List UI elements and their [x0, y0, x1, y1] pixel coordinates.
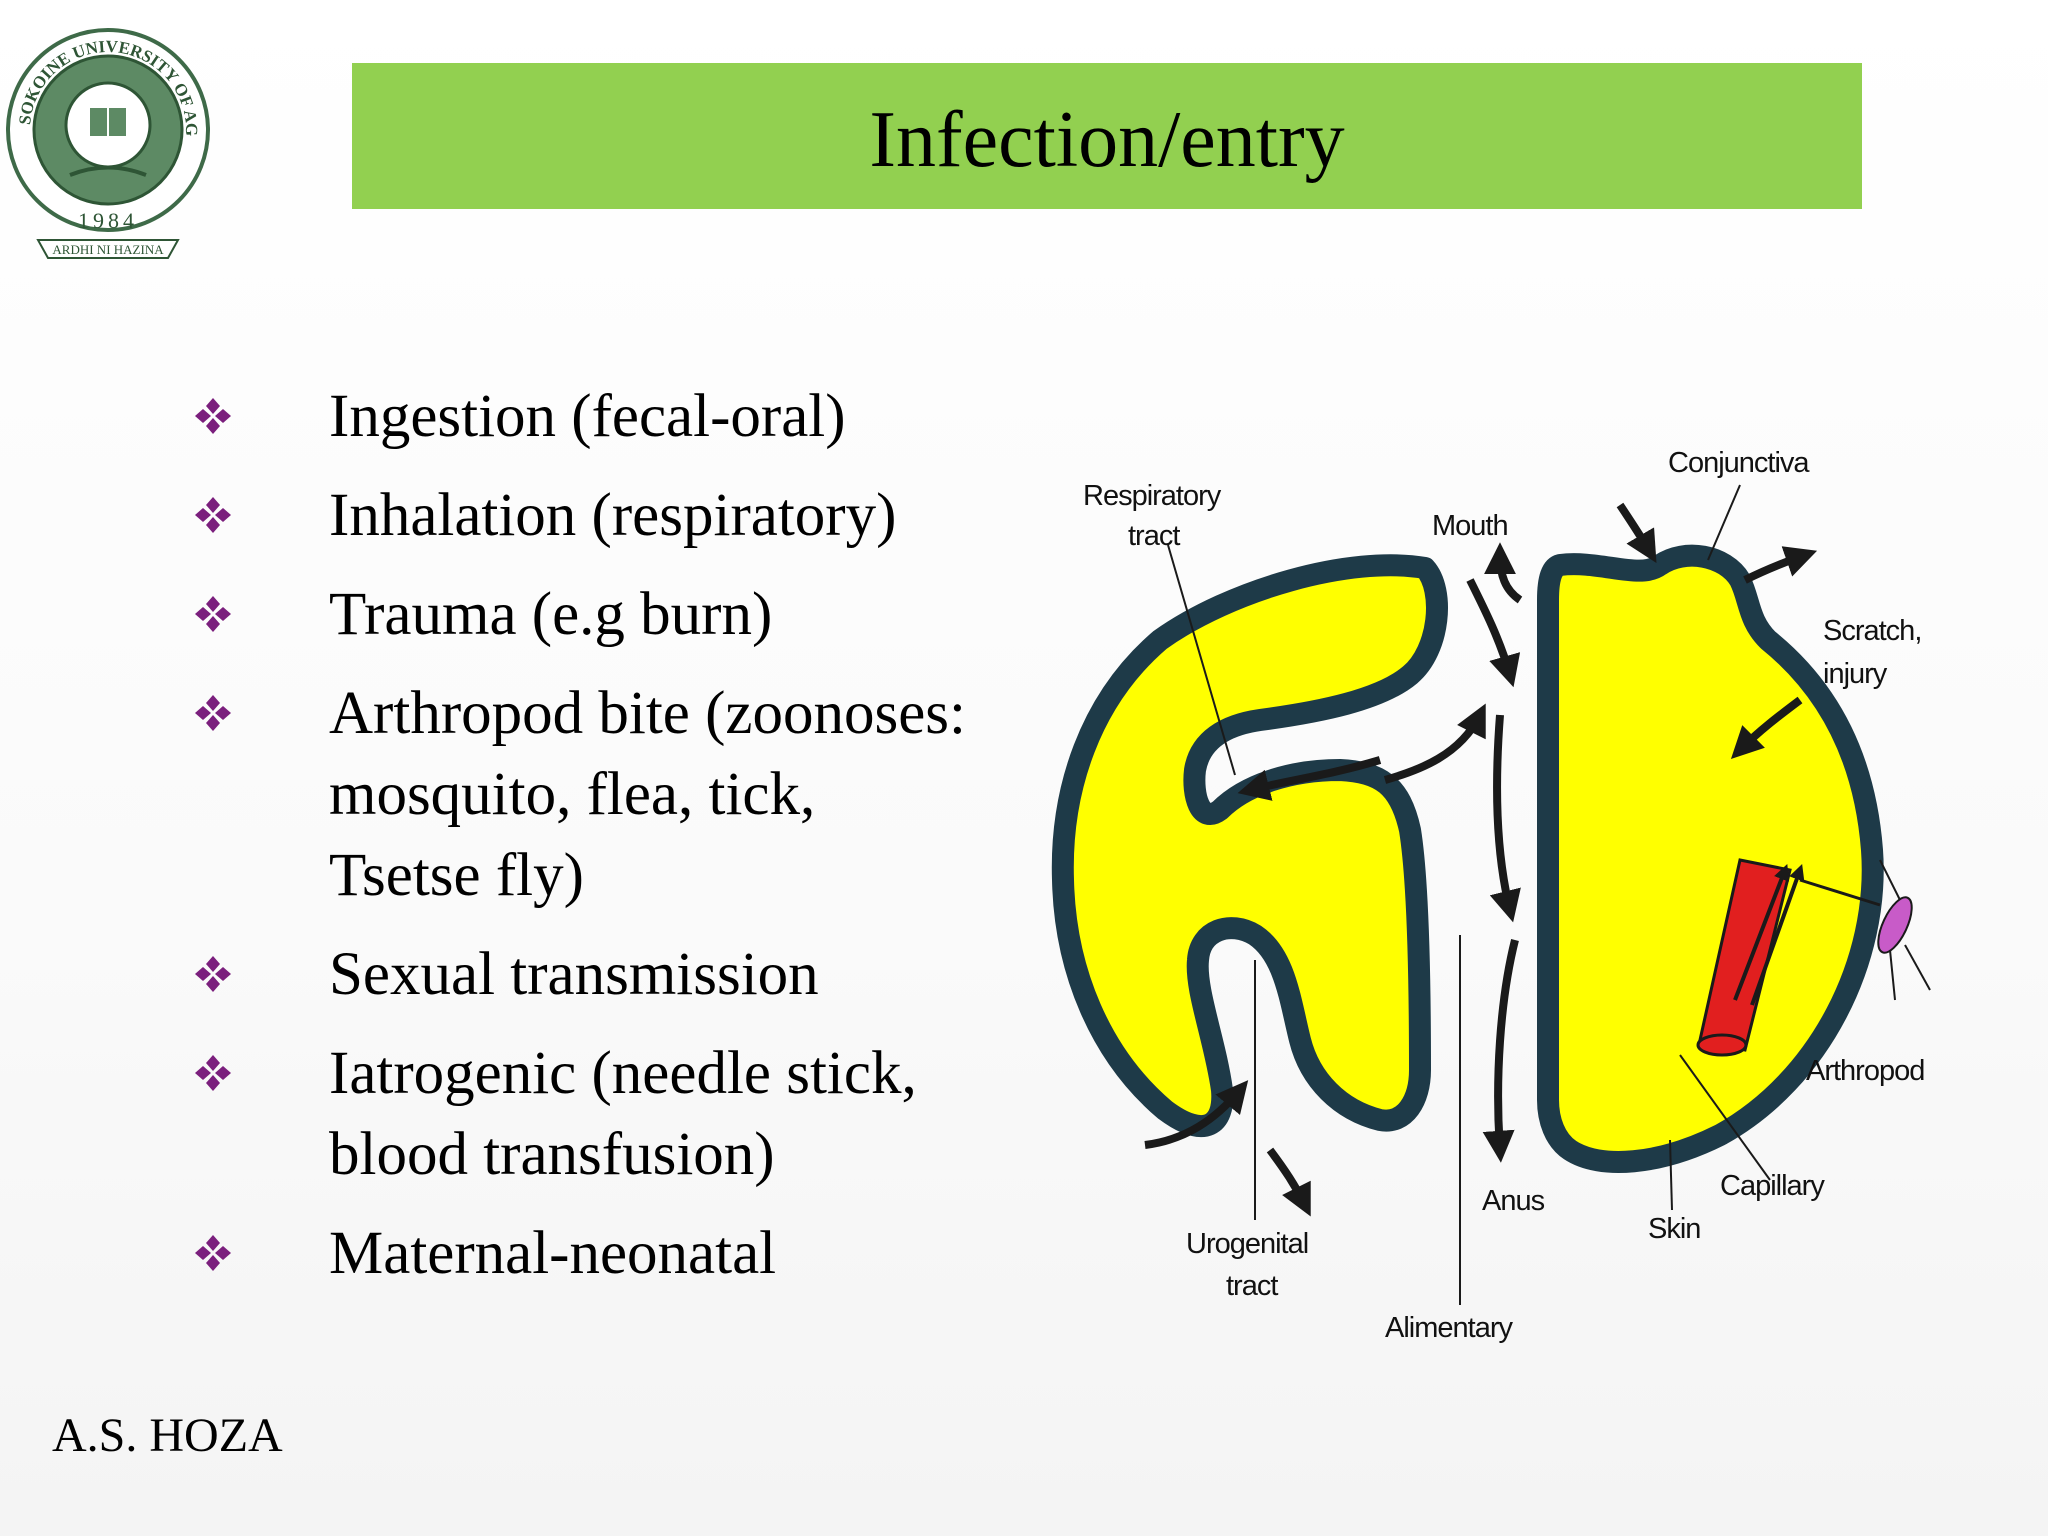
- bullet-item: Trauma (e.g burn): [185, 574, 1065, 655]
- bullet-item: Sexual transmission: [185, 934, 1065, 1015]
- four-diamond-icon: [195, 1055, 231, 1091]
- four-diamond-icon: [195, 497, 231, 533]
- label-scratch: Scratch,: [1823, 615, 1921, 647]
- bullet-item: Iatrogenic (needle stick, blood transfus…: [185, 1033, 1065, 1195]
- logo-motto: ARDHI NI HAZINA: [52, 242, 164, 257]
- slide-title: Infection/entry: [869, 96, 1345, 184]
- label-respiratory-2: tract: [1128, 520, 1180, 552]
- label-respiratory: Respiratory: [1083, 480, 1222, 512]
- label-alimentary: Alimentary: [1385, 1312, 1513, 1344]
- arrow-icon: [1144, 502, 1818, 1217]
- bullet-text: Trauma (e.g burn): [329, 581, 773, 648]
- footer-author: A.S. HOZA: [52, 1409, 283, 1462]
- label-mouth: Mouth: [1432, 510, 1508, 542]
- label-conjunctiva: Conjunctiva: [1668, 447, 1810, 479]
- body-left-half: [1051, 554, 1448, 1138]
- label-urogenital: Urogenital: [1186, 1228, 1308, 1260]
- bullet-item: Arthropod bite (zoonoses: mosquito, flea…: [185, 673, 1065, 916]
- label-arthropod: Arthropod: [1806, 1055, 1924, 1087]
- bullet-text: Iatrogenic (needle stick, blood transfus…: [329, 1040, 917, 1188]
- bullet-text: Ingestion (fecal-oral): [329, 383, 846, 450]
- bullet-list: Ingestion (fecal-oral) Inhalation (respi…: [185, 376, 1065, 1312]
- bullet-text: Arthropod bite (zoonoses: mosquito, flea…: [329, 680, 966, 909]
- bullet-text: Sexual transmission: [329, 941, 819, 1008]
- bullet-text: Inhalation (respiratory): [329, 482, 897, 549]
- four-diamond-icon: [195, 956, 231, 992]
- mosquito-icon: [1799, 859, 1931, 1001]
- label-anus: Anus: [1482, 1185, 1545, 1217]
- logo-year: 1984: [78, 208, 138, 233]
- four-diamond-icon: [195, 596, 231, 632]
- bullet-item: Ingestion (fecal-oral): [185, 376, 1065, 457]
- label-skin: Skin: [1648, 1213, 1700, 1245]
- leader-lines: [1167, 484, 1771, 1305]
- university-logo: SOKOINE UNIVERSITY OF AGRICULTURE 1984 A…: [0, 0, 210, 259]
- bullet-text: Maternal-neonatal: [329, 1220, 777, 1287]
- label-capillary: Capillary: [1720, 1170, 1825, 1202]
- four-diamond-icon: [195, 1235, 231, 1271]
- title-bar: Infection/entry: [352, 63, 1862, 209]
- bullet-item: Maternal-neonatal: [185, 1213, 1065, 1294]
- label-urogenital-2: tract: [1226, 1270, 1278, 1302]
- capillary-vessel: [1696, 858, 1805, 1057]
- label-scratch-2: injury: [1823, 658, 1888, 690]
- infection-sites-diagram: Respiratory tract Mouth Conjunctiva Scra…: [1051, 447, 1931, 1344]
- bullet-item: Inhalation (respiratory): [185, 475, 1065, 556]
- four-diamond-icon: [195, 398, 231, 434]
- four-diamond-icon: [195, 695, 231, 731]
